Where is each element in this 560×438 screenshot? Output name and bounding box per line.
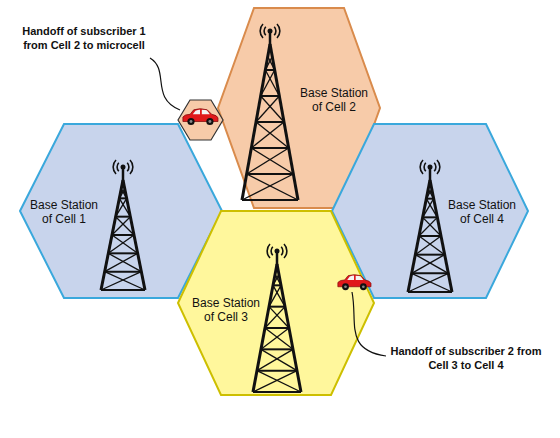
cell-hexagon: Base Station of Cell 3 — [178, 211, 374, 395]
subscriber-car — [183, 109, 218, 125]
station-text: Base Station of Cell 1 — [30, 198, 98, 226]
station-text: Base Station of Cell 2 — [300, 86, 368, 114]
station-label: Base Station of Cell 2 — [296, 86, 372, 114]
microcell-hexagon — [178, 100, 223, 140]
station-label: Base Station of Cell 3 — [188, 296, 264, 324]
station-text: Base Station of Cell 3 — [192, 296, 260, 324]
tower-icon — [253, 244, 301, 392]
tower-icon — [242, 24, 298, 200]
station-label: Base Station of Cell 4 — [444, 198, 520, 226]
station-label: Base Station of Cell 1 — [26, 198, 102, 226]
tower-icon — [101, 160, 145, 290]
callout-text: Handoff of subscriber 1 from Cell 2 to m… — [14, 24, 154, 52]
callout-text: Handoff of subscriber 2 from Cell 3 to C… — [388, 344, 544, 372]
tower-icon — [408, 160, 452, 292]
cell-hexagon: Base Station of Cell 4 — [332, 124, 528, 298]
leader-line — [150, 58, 180, 110]
station-text: Base Station of Cell 4 — [448, 198, 516, 226]
